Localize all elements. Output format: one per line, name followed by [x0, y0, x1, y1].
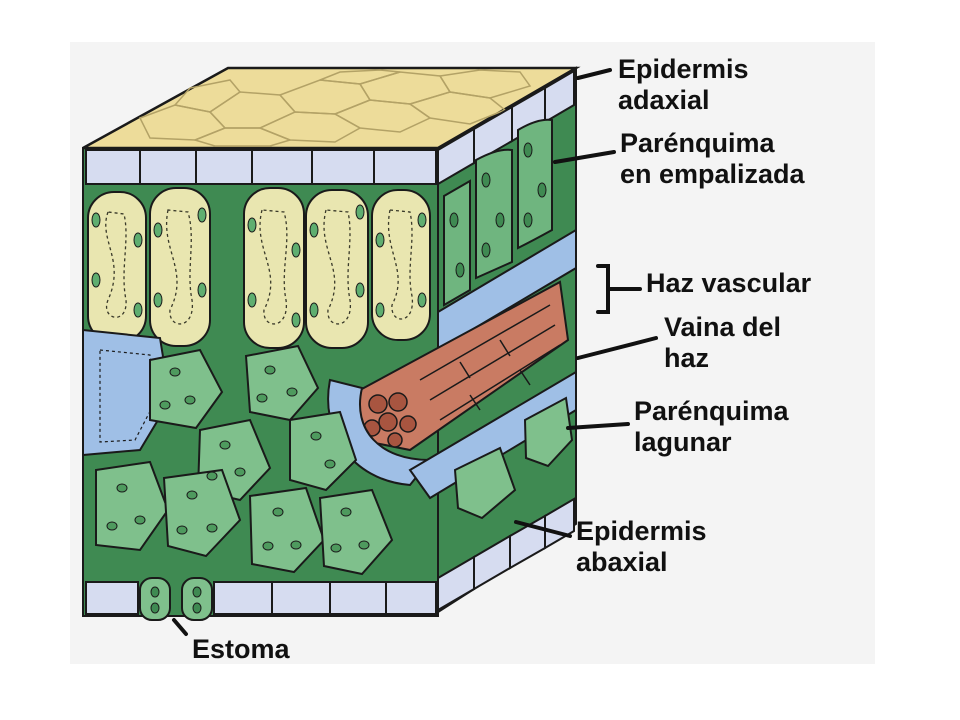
label-bundle-sheath-line2: haz — [664, 343, 710, 373]
label-spongy-line2: lagunar — [634, 427, 732, 457]
front-left-sheath-cells — [82, 328, 172, 457]
palisade-chloroplasts — [91, 204, 427, 328]
label-epidermis-abaxial: Epidermis abaxial — [576, 516, 707, 578]
side-sheath-upper — [437, 228, 577, 352]
xylem-vessel-ends — [363, 392, 417, 448]
label-palisade-parenchyma: Parénquima en empalizada — [620, 128, 805, 190]
top-epidermis-surface — [82, 66, 581, 150]
label-bundle-sheath: Vaina del haz — [664, 312, 781, 374]
label-palisade-line1: Parénquima — [620, 128, 775, 158]
label-leader-lines — [172, 68, 658, 636]
top-surface-cell-pattern — [138, 69, 532, 147]
side-spongy-cells — [453, 396, 574, 520]
front-adaxial-epidermis-row — [85, 149, 437, 185]
label-stoma-line1: Estoma — [192, 634, 290, 664]
stoma-chloroplasts — [150, 586, 202, 614]
label-spongy-parenchyma: Parénquima lagunar — [634, 396, 789, 458]
side-palisade-chloroplasts — [449, 142, 547, 278]
label-epidermis-abaxial-line2: abaxial — [576, 547, 668, 577]
label-vascular-bundle: Haz vascular — [646, 268, 811, 299]
label-epidermis-adaxial: Epidermis adaxial — [618, 54, 749, 116]
label-epidermis-adaxial-line1: Epidermis — [618, 54, 749, 84]
label-epidermis-abaxial-line1: Epidermis — [576, 516, 707, 546]
front-palisade-cells — [87, 187, 431, 349]
label-bundle-sheath-line1: Vaina del — [664, 312, 782, 342]
label-palisade-line2: en empalizada — [620, 159, 805, 189]
spongy-chloroplasts — [106, 365, 370, 553]
front-abaxial-epidermis-row — [85, 581, 437, 615]
label-epidermis-adaxial-line2: adaxial — [618, 85, 710, 115]
label-stoma: Estoma — [192, 634, 290, 665]
label-spongy-line1: Parénquima — [634, 396, 789, 426]
stoma-guard-cells — [139, 577, 213, 621]
palisade-inner-detail — [105, 209, 413, 325]
xylem-vessel-lines — [419, 304, 561, 421]
side-abaxial-epidermis-row — [437, 497, 575, 612]
side-sheath-lower — [408, 370, 577, 500]
label-vascular-bundle-line1: Haz vascular — [646, 268, 812, 298]
